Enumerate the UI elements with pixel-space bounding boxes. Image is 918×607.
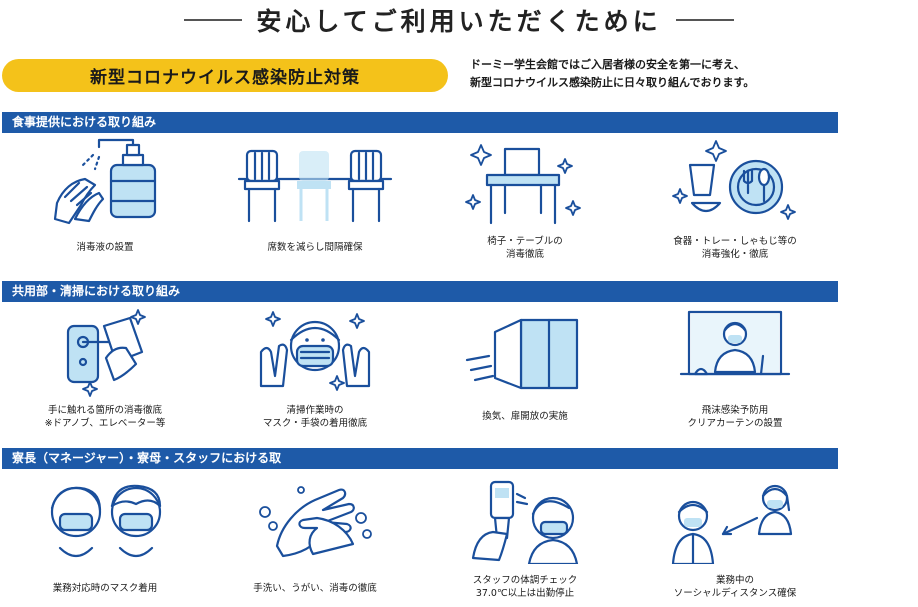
page-title: 安心してご利用いただくために bbox=[0, 2, 918, 38]
title-text: 安心してご利用いただくために bbox=[256, 7, 662, 36]
measure-caption: 換気、扉開放の実施 bbox=[482, 411, 568, 422]
measure-card: 業務対応時のマスク着用 bbox=[0, 474, 210, 604]
intro-line: ドーミー学生会館ではご入居者様の安全を第一に考え、 bbox=[470, 58, 745, 71]
section-heading-meals: 食事提供における取り組み bbox=[2, 112, 838, 133]
section-heading-staff: 寮長（マネージャー）・寮母・スタッフにおける取 bbox=[2, 448, 838, 469]
tableware-icon bbox=[672, 140, 796, 220]
measure-card: 消毒液の設置 bbox=[0, 135, 210, 265]
covid-measures-badge: 新型コロナウイルス感染防止対策 bbox=[2, 59, 448, 92]
measure-caption: 席数を減らし間隔確保 bbox=[267, 242, 363, 253]
measure-card: 業務中の ソーシャルディスタンス確保 bbox=[630, 474, 840, 604]
section-row-meals: 消毒液の設置 席数を bbox=[0, 135, 840, 265]
measure-caption: 清掃作業時の マスク・手袋の着用徹底 bbox=[262, 405, 368, 429]
measure-card: 席数を減らし間隔確保 bbox=[210, 135, 420, 265]
section-row-staff: 業務対応時のマスク着用 手洗い、うがい、消毒の徹底 bbox=[0, 474, 840, 604]
measure-card: 換気、扉開放の実施 bbox=[420, 306, 630, 436]
measure-caption: スタッフの体調チェック 37.0℃以上は出勤停止 bbox=[472, 575, 578, 599]
clear-curtain-icon bbox=[679, 310, 791, 376]
cleaning-staff-mask-icon bbox=[259, 311, 371, 391]
measure-caption: 業務対応時のマスク着用 bbox=[52, 583, 158, 594]
title-rule-left bbox=[184, 19, 243, 21]
clean-table-icon bbox=[465, 144, 581, 225]
section-heading-common-areas: 共用部・清掃における取り組み bbox=[2, 281, 838, 302]
hand-washing-icon bbox=[259, 486, 372, 558]
measure-caption: 飛沫感染予防用 クリアカーテンの設置 bbox=[687, 405, 783, 429]
hand-sanitizer-icon bbox=[53, 138, 157, 225]
measure-card: 食器・トレー・しゃもじ等の 消毒強化・徹底 bbox=[630, 135, 840, 265]
door-handle-wipe-icon bbox=[66, 309, 146, 397]
intro-line: 新型コロナウイルス感染防止に日々取り組んでおります。 bbox=[470, 76, 755, 89]
measure-card: 椅子・テーブルの 消毒徹底 bbox=[420, 135, 630, 265]
staff-masks-icon bbox=[50, 484, 162, 558]
intro-text: ドーミー学生会館ではご入居者様の安全を第一に考え、 新型コロナウイルス感染防止に… bbox=[470, 56, 910, 92]
title-rule-right bbox=[675, 19, 734, 21]
measure-caption: 業務中の ソーシャルディスタンス確保 bbox=[673, 575, 797, 599]
measure-caption: 手に触れる箇所の消毒徹底 ※ドアノブ、エレベーター等 bbox=[44, 405, 166, 429]
measure-card: 手に触れる箇所の消毒徹底 ※ドアノブ、エレベーター等 bbox=[0, 306, 210, 436]
measure-card: スタッフの体調チェック 37.0℃以上は出勤停止 bbox=[420, 474, 630, 604]
measure-card: 飛沫感染予防用 クリアカーテンの設置 bbox=[630, 306, 840, 436]
measure-caption: 食器・トレー・しゃもじ等の 消毒強化・徹底 bbox=[673, 236, 797, 260]
spaced-chairs-icon bbox=[237, 149, 393, 223]
section-row-common-areas: 手に触れる箇所の消毒徹底 ※ドアノブ、エレベーター等 清掃作業時の マスク・手袋… bbox=[0, 306, 840, 436]
open-window-icon bbox=[465, 318, 579, 390]
measure-caption: 手洗い、うがい、消毒の徹底 bbox=[253, 583, 377, 594]
thermometer-check-icon bbox=[471, 480, 579, 564]
measure-caption: 椅子・テーブルの 消毒徹底 bbox=[487, 236, 563, 260]
measure-caption: 消毒液の設置 bbox=[76, 242, 134, 253]
measure-card: 手洗い、うがい、消毒の徹底 bbox=[210, 474, 420, 604]
measure-card: 清掃作業時の マスク・手袋の着用徹底 bbox=[210, 306, 420, 436]
social-distance-icon bbox=[671, 484, 793, 564]
